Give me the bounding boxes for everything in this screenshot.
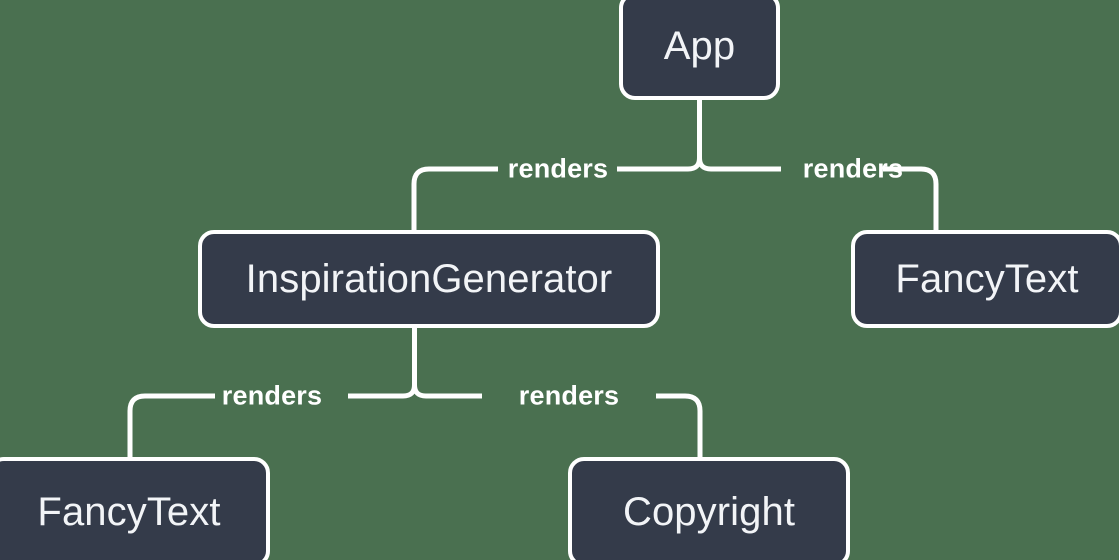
node-fancytext-left[interactable]: FancyText — [0, 457, 270, 560]
edge-inspiration-split-left — [348, 384, 417, 399]
edge-label-inspiration-to-fancytext: renders — [221, 380, 323, 411]
edge-app-to-fancytext — [883, 166, 939, 230]
node-app-label: App — [663, 23, 736, 68]
edge-label-inspiration-to-copyright: renders — [518, 380, 620, 411]
edge-inspiration-to-fancytext — [127, 393, 215, 457]
node-inspiration-generator[interactable]: InspirationGenerator — [198, 230, 660, 328]
node-copyright-label: Copyright — [622, 489, 796, 534]
edge-label-app-to-fancytext: renders — [802, 153, 904, 184]
node-inspiration-generator-label: InspirationGenerator — [245, 256, 613, 301]
node-fancytext-right[interactable]: FancyText — [851, 230, 1119, 328]
edge-inspiration-to-copyright — [656, 393, 703, 457]
edge-app-split-right — [697, 157, 781, 172]
node-app[interactable]: App — [619, 0, 780, 100]
edge-inspiration-split-right — [412, 384, 482, 399]
edge-label-app-to-inspiration: renders — [507, 153, 609, 184]
node-fancytext-left-label: FancyText — [37, 489, 221, 534]
edge-app-to-inspiration — [411, 166, 498, 230]
edge-app-split-left — [617, 157, 702, 172]
node-copyright[interactable]: Copyright — [568, 457, 850, 560]
node-fancytext-right-label: FancyText — [895, 256, 1079, 301]
